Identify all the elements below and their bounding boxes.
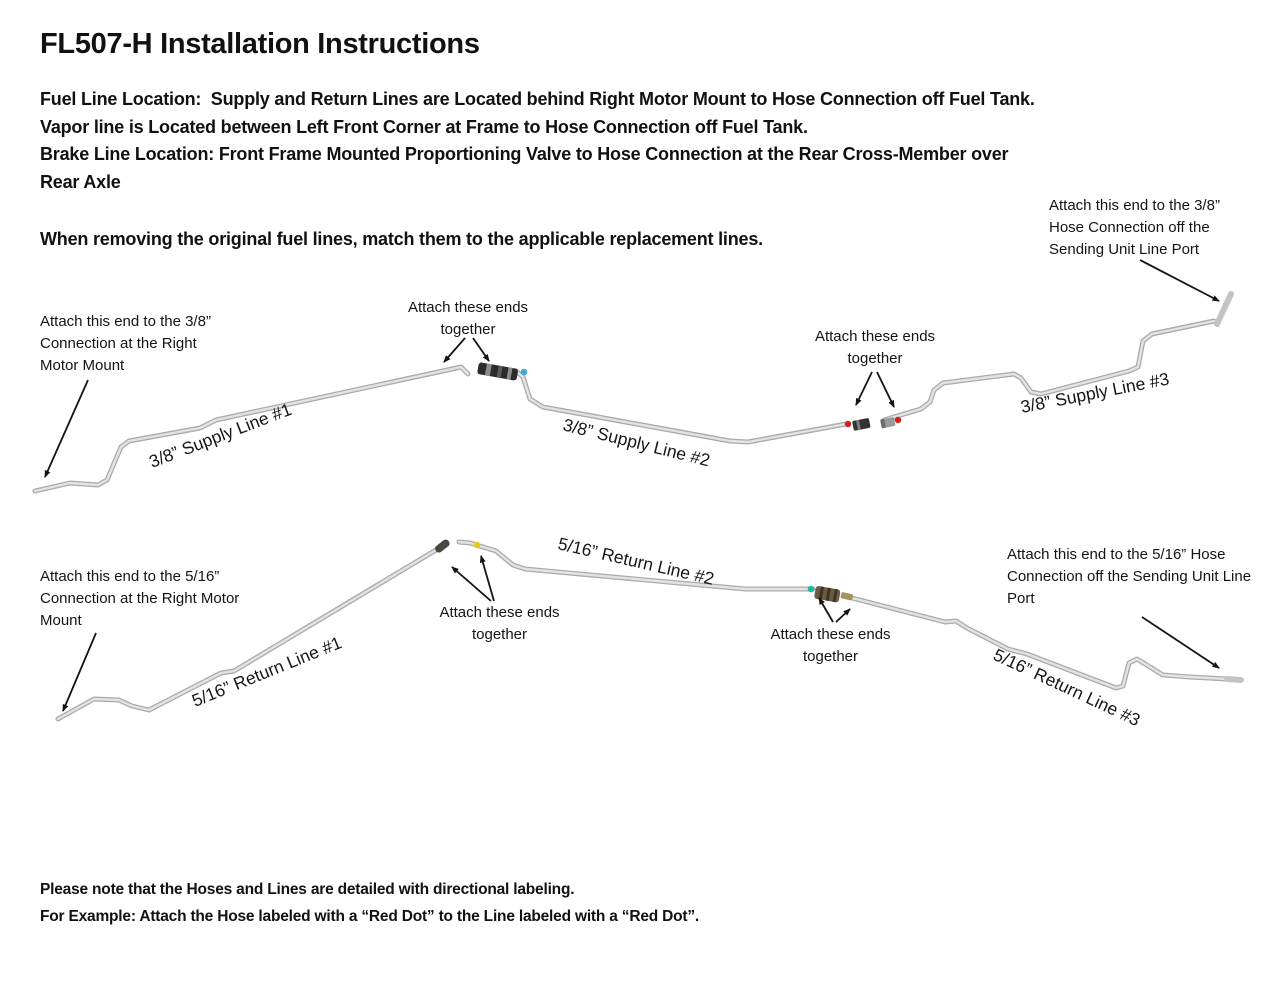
supply-line-3-path — [881, 291, 1234, 423]
arrow-return-left — [62, 632, 97, 712]
arrow-supply-left — [44, 379, 89, 478]
location-line-fuel: Fuel Line Location: Supply and Return Li… — [40, 89, 1035, 109]
arrow-supply-right — [1139, 259, 1220, 302]
arrow-supply-join1-left — [443, 337, 466, 363]
arrow-return-join2-right — [835, 608, 851, 623]
return-line-1-label: 5/16” Return Line #1 — [189, 632, 344, 710]
supply-line-2-path — [513, 368, 849, 445]
teal-dot-marker — [807, 585, 815, 593]
footer-note-line2: For Example: Attach the Hose labeled wit… — [40, 907, 700, 925]
page-title: FL507-H Installation Instructions — [40, 28, 480, 60]
location-line-vapor: Vapor line is Located between Left Front… — [40, 116, 808, 137]
annotation-return-right: Attach this end to the 5/16” Hose Connec… — [1007, 546, 1252, 607]
red-dot-marker-line — [844, 420, 852, 428]
arrow-return-join1-left — [451, 566, 492, 602]
annotation-return-join2: Attach these ends together — [770, 626, 891, 665]
annotation-supply-join1: Attach these ends together — [407, 299, 529, 338]
footer-note-line1: Please note that the Hoses and Lines are… — [40, 881, 575, 898]
return-line-1-path — [55, 547, 439, 722]
annotation-return-join1: Attach these ends together — [439, 604, 560, 643]
annotation-supply-left: Attach this end to the 3/8” Connection a… — [40, 313, 211, 374]
location-line-brake: Brake Line Location: Front Frame Mounted… — [40, 144, 1009, 164]
removal-instruction: When removing the original fuel lines, m… — [40, 229, 763, 249]
return-line-2-path — [456, 539, 816, 592]
arrow-supply-join2-left — [855, 371, 873, 406]
yellow-dot-marker — [473, 541, 481, 549]
annotation-supply-join2: Attach these ends together — [814, 328, 936, 367]
annotation-supply-right: Attach this end to the 3/8” Hose Connect… — [1049, 197, 1220, 258]
annotation-arrows — [44, 259, 1220, 712]
arrow-supply-join1-right — [472, 337, 490, 362]
arrow-return-join1-right — [479, 555, 495, 602]
arrow-supply-join2-right — [876, 371, 895, 408]
supply-line-1-path — [32, 364, 471, 494]
return-line-3-path — [849, 595, 1244, 691]
supply-line-3-end-fitting — [1214, 291, 1234, 327]
red-dot-marker-hose — [894, 416, 902, 424]
return-line-1-tip — [435, 539, 450, 553]
return-line-3-fitting — [840, 592, 854, 601]
location-paragraph: Fuel Line Location: Supply and Return Li… — [40, 86, 1200, 196]
arrow-return-right — [1141, 616, 1220, 669]
return-line-3-end-fitting — [1224, 676, 1244, 683]
location-line-axle: Rear Axle — [40, 171, 121, 192]
supply-line-3-label: 3/8” Supply Line #3 — [1019, 369, 1171, 417]
supply-hose-connector-2 — [852, 418, 871, 431]
supply-line-3-fitting — [880, 417, 896, 429]
blue-dot-marker — [520, 368, 528, 376]
supply-hose-connector-1 — [477, 362, 518, 381]
arrow-return-join2-left — [818, 597, 834, 623]
footer-note: Please note that the Hoses and Lines are… — [40, 877, 940, 930]
annotation-return-left: Attach this end to the 5/16” Connection … — [40, 568, 240, 629]
return-hose-connector — [814, 586, 841, 603]
